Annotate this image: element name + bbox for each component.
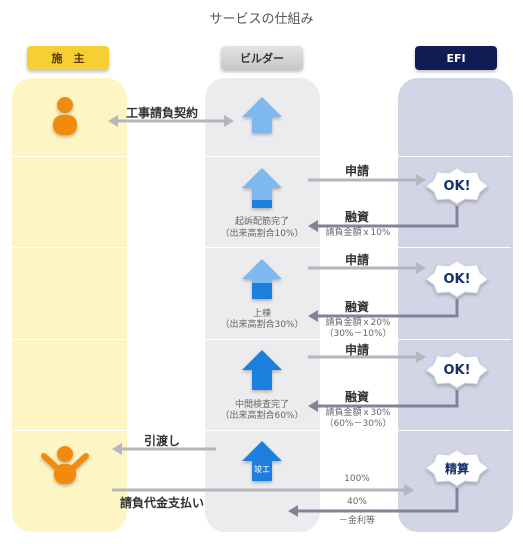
milestone-label: 起訴配筋完了: [234, 217, 289, 227]
payment-arrow: [112, 484, 414, 496]
contract-double-arrow: [108, 115, 234, 127]
rate-label: （出来高割合10%）: [220, 229, 304, 239]
loan-arrow: [308, 390, 459, 412]
percent-full: 100%: [344, 474, 370, 484]
milestone-label: 中間検査完了: [234, 400, 289, 410]
loan-arrow: [308, 299, 459, 322]
handover-label: 引渡し: [144, 434, 181, 448]
ok-label: OK!: [443, 362, 471, 378]
refund-arrow: [288, 488, 459, 517]
row-separator: [12, 247, 511, 248]
milestone-label: 上棟: [252, 309, 271, 319]
efi-header: EFI: [415, 46, 497, 70]
minus-interest: －金利等: [338, 516, 375, 526]
apply-label: 申請: [345, 164, 370, 178]
apply-label: 申請: [345, 253, 370, 267]
payment-label: 請負代金支払い: [120, 496, 205, 510]
rate-label: （出来高割合60%）: [220, 411, 304, 421]
house-icon: [242, 350, 282, 390]
row-separator: [12, 339, 511, 340]
contract-label: 工事請負契約: [126, 106, 199, 120]
loan-detail: （60%－30%）: [324, 419, 392, 429]
loan-detail: （30%－10%）: [324, 329, 392, 339]
ok-label: OK!: [443, 271, 471, 287]
apply-arrow: [308, 174, 426, 186]
apply-label: 申請: [345, 343, 370, 357]
apply-arrow: [308, 262, 426, 274]
percent-partial: 40%: [346, 497, 367, 507]
completion-label: 竣工: [254, 465, 270, 474]
builder-header: ビルダー: [221, 46, 303, 70]
settle-label: 精算: [444, 461, 469, 476]
diagram-title: サービスの仕組み: [209, 12, 314, 27]
loan-amount: 請負金額ｘ30%: [325, 408, 391, 418]
loan-amount: 請負金額ｘ20%: [325, 318, 391, 328]
loan-label: 融資: [345, 210, 370, 224]
rate-label: （出来高割合30%）: [220, 320, 304, 330]
apply-arrow: [308, 351, 426, 363]
loan-amount: 請負金額ｘ10%: [325, 228, 391, 238]
starburst-icon: [425, 260, 489, 298]
owner-header: 施 主: [27, 46, 109, 70]
person-icon: [53, 97, 77, 135]
starburst-icon: [425, 449, 489, 487]
ok-label: OK!: [443, 178, 471, 194]
house-icon: [242, 97, 282, 133]
house-icon: [242, 441, 282, 481]
loan-label: 融資: [345, 300, 370, 314]
handover-arrow: [112, 443, 216, 455]
starburst-icon: [425, 167, 489, 205]
loan-arrow: [308, 206, 459, 232]
row-separator: [12, 156, 511, 157]
starburst-icon: [425, 351, 489, 389]
house-icon: [242, 259, 282, 299]
loan-label: 融資: [345, 390, 370, 404]
house-icon: [242, 168, 282, 208]
person-celebrating-icon: [41, 446, 89, 484]
row-separator: [12, 430, 511, 431]
